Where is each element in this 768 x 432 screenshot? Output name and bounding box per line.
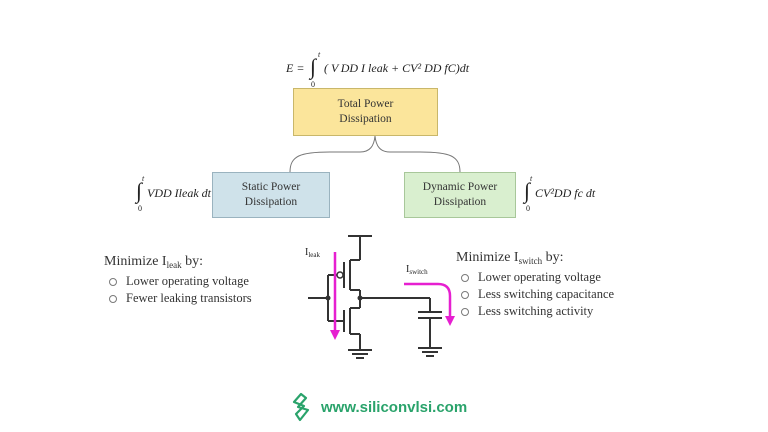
dynamic-energy-equation: ∫ t 0 CV²DD fc dt — [524, 174, 614, 214]
pmos-gate-bubble — [336, 271, 344, 279]
integral-lower-limit: 0 — [138, 204, 142, 213]
switch-strategies-list: Lower operating voltage Less switching c… — [456, 269, 656, 320]
integral-sign: ∫ — [136, 178, 143, 203]
list-item: Less switching activity — [456, 303, 656, 320]
switch-current-arrow — [404, 282, 452, 318]
minimize-switch-panel: Minimize Iswitch by: Lower operating vol… — [456, 250, 656, 320]
integral-upper-limit: t — [142, 174, 145, 183]
total-power-dissipation-box: Total Power Dissipation — [293, 88, 438, 136]
integral-sign: ∫ — [310, 54, 317, 79]
minimize-leak-title: Minimize Ileak by: — [104, 254, 203, 270]
integral-upper-limit: t — [318, 50, 321, 59]
minimize-leak-panel: Minimize Ileak by: Lower operating volta… — [104, 254, 304, 307]
siliconvlsi-logo-icon — [292, 392, 310, 422]
list-item: Lower operating voltage — [456, 269, 656, 286]
website-url[interactable]: www.siliconvlsi.com — [321, 399, 468, 416]
static-power-dissipation-box: Static Power Dissipation — [212, 172, 330, 218]
list-item: Lower operating voltage — [104, 273, 304, 290]
total-energy-equation: E = ∫ t 0 ( V DD I leak + CV² DD fC)dt — [286, 50, 486, 90]
minimize-switch-title: Minimize Iswitch by: — [456, 250, 564, 266]
integral-upper-limit: t — [530, 174, 533, 183]
equation-lhs: E = — [286, 61, 305, 75]
leak-strategies-list: Lower operating voltage Fewer leaking tr… — [104, 273, 304, 307]
integral-sign: ∫ — [524, 178, 531, 203]
equation-body: ( V DD I leak + CV² DD fC)dt — [324, 61, 470, 75]
list-item: Less switching capacitance — [456, 286, 656, 303]
dynamic-power-dissipation-box: Dynamic Power Dissipation — [404, 172, 516, 218]
static-equation-body: VDD Ileak dt — [147, 186, 211, 200]
cmos-inverter-schematic — [308, 235, 455, 359]
list-item: Fewer leaking transistors — [104, 290, 304, 307]
integral-lower-limit: 0 — [526, 204, 530, 213]
brace-connector — [289, 135, 461, 173]
integral-lower-limit: 0 — [311, 80, 315, 89]
dynamic-equation-body: CV²DD fc dt — [535, 186, 596, 200]
static-energy-equation: ∫ t 0 VDD Ileak dt — [136, 174, 216, 214]
switch-current-label: Iswitch — [406, 264, 428, 276]
leak-current-label: Ileak — [305, 247, 321, 259]
